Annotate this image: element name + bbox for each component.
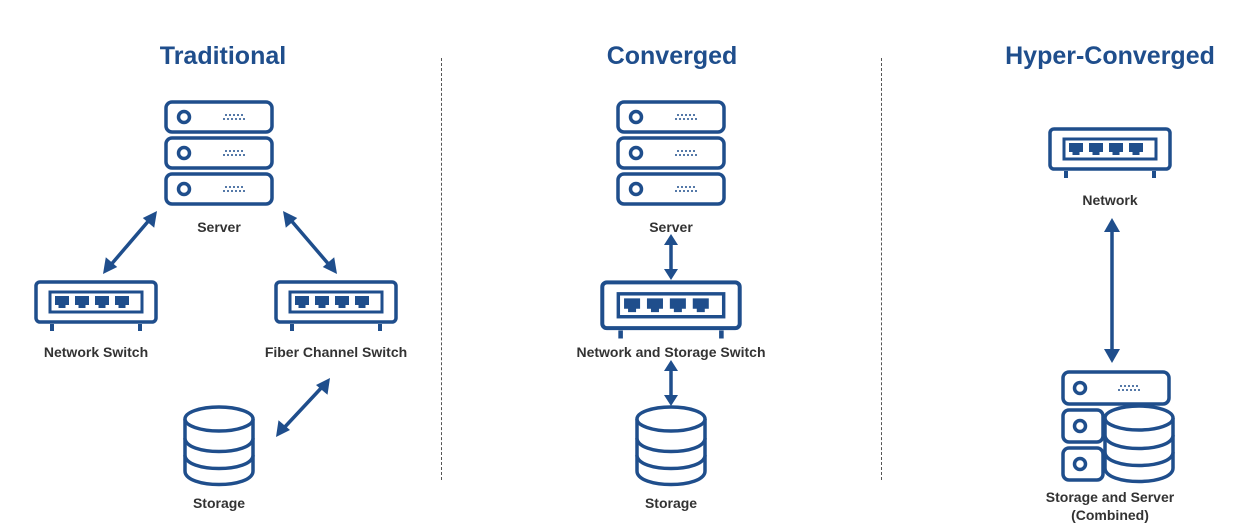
hyper-converged-title: Hyper-Converged xyxy=(1005,42,1215,70)
bidirectional-arrow-icon xyxy=(664,234,678,280)
bidirectional-arrow-icon xyxy=(283,211,337,274)
traditional-title: Traditional xyxy=(159,42,287,70)
server-icon xyxy=(616,100,726,206)
bidirectional-arrow-icon xyxy=(276,378,330,437)
converged-title: Converged xyxy=(606,42,738,70)
traditional-storage-label: Storage xyxy=(192,495,246,511)
bidirectional-arrow-icon xyxy=(1104,218,1120,363)
network-and-storage-switch-label: Network and Storage Switch xyxy=(576,344,766,360)
bidirectional-arrow-icon xyxy=(664,360,678,406)
combined-label: (Combined) xyxy=(1071,507,1149,523)
bidirectional-arrow-icon xyxy=(103,211,157,274)
switch-icon xyxy=(1048,127,1172,181)
switch-icon xyxy=(600,280,742,342)
storage-icon xyxy=(183,405,255,487)
converged-server-label: Server xyxy=(649,219,693,235)
server-icon xyxy=(164,100,274,206)
switch-icon xyxy=(274,280,398,334)
fiber-channel-switch-label: Fiber Channel Switch xyxy=(264,344,408,360)
combined-storage-server-icon xyxy=(1061,370,1175,486)
column-divider-left xyxy=(441,58,442,480)
traditional-server-label: Server xyxy=(197,219,241,235)
storage-icon xyxy=(635,405,707,487)
hyper-network-label: Network xyxy=(1082,192,1138,208)
network-switch-label: Network Switch xyxy=(43,344,149,360)
converged-storage-label: Storage xyxy=(644,495,698,511)
switch-icon xyxy=(34,280,158,334)
storage-and-server-label: Storage and Server xyxy=(1045,489,1175,505)
column-divider-right xyxy=(881,58,882,480)
